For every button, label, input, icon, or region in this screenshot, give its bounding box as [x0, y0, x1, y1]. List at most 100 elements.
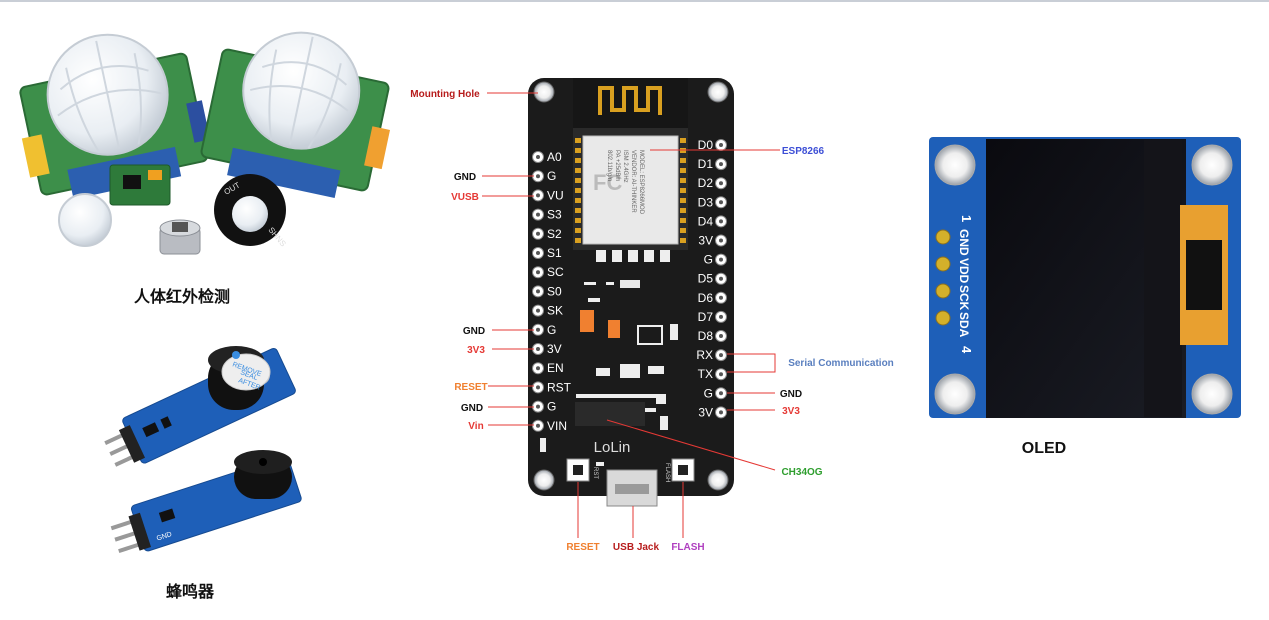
svg-text:GND: GND	[156, 531, 173, 542]
oled-pin-1: 1	[959, 215, 974, 222]
buzzer-image: REMOVE SEAL AFTER GND	[104, 346, 302, 554]
castellation-right-5	[680, 188, 686, 193]
nodemcu-board: FC MODEL: ESP8266MOD VENDOR: AI-THINKER …	[528, 78, 734, 507]
castellation-right-10	[680, 238, 686, 243]
right-pin-label-d6: D6	[698, 291, 714, 305]
label-gnd-2: GND	[463, 326, 485, 337]
label-vin: Vin	[468, 421, 483, 432]
label-esp8266: ESP8266	[782, 146, 825, 157]
left-pin-label-sc: SC	[547, 265, 564, 279]
castellation-left-3	[575, 168, 581, 173]
svg-text:FC: FC	[593, 170, 622, 195]
right-pin-center-4	[719, 219, 723, 224]
castellation-right-4	[680, 178, 686, 183]
oled-label-sda: SDA	[957, 312, 971, 338]
castellation-left-9	[575, 228, 581, 233]
castellation-left-5	[575, 188, 581, 193]
castellation-left-10	[575, 238, 581, 243]
left-pin-label-s1: S1	[547, 246, 562, 260]
left-pin-label-g: G	[547, 169, 556, 183]
chip-text-1: MODEL: ESP8266MOD	[638, 150, 644, 215]
left-pin-center-2	[536, 193, 540, 198]
right-pin-label-d2: D2	[698, 176, 714, 190]
label-reset-left: RESET	[454, 382, 487, 393]
right-pin-label-3v: 3V	[698, 234, 713, 248]
right-pin-center-11	[719, 353, 723, 358]
right-pin-center-7	[719, 276, 723, 281]
right-pin-center-10	[719, 334, 723, 338]
chip-text-4: PA +25dBm	[614, 150, 620, 181]
left-pin-center-4	[536, 231, 540, 236]
castellation-left-0	[575, 138, 581, 143]
left-pin-label-g: G	[547, 400, 556, 414]
oled-label-gnd: GND	[957, 229, 971, 256]
right-pin-center-6	[719, 257, 723, 262]
right-pin-label-g: G	[704, 386, 713, 400]
castellation-left-4	[575, 178, 581, 183]
left-pin-center-3	[536, 212, 540, 217]
mounting-hole-bl	[533, 469, 555, 491]
left-pin-center-7	[536, 289, 540, 294]
right-pin-center-0	[719, 143, 723, 147]
label-3v3-left: 3V3	[467, 345, 485, 356]
top-divider	[0, 0, 1269, 2]
chip-text-5: 802.11b/g/n	[606, 150, 612, 181]
left-pin-center-0	[536, 155, 540, 159]
pir-caption: 人体红外检测	[134, 287, 230, 306]
castellation-right-2	[680, 158, 686, 163]
right-pin-center-2	[719, 181, 723, 186]
label-reset-bottom: RESET	[566, 542, 599, 553]
castellation-left-6	[575, 198, 581, 203]
left-pin-label-vu: VU	[547, 188, 564, 202]
castellation-right-8	[680, 218, 686, 223]
left-pin-label-s0: S0	[547, 284, 562, 298]
right-pin-center-8	[719, 295, 723, 300]
left-pin-center-10	[536, 347, 540, 351]
oled-label-sck: SCK	[957, 285, 971, 311]
right-pin-label-rx: RX	[696, 348, 713, 362]
oled-caption: OLED	[1022, 440, 1066, 457]
mounting-hole-tr	[707, 81, 729, 103]
right-pin-center-5	[719, 238, 723, 243]
chip-text-3: ISM 2.4GHz	[622, 150, 628, 183]
castellation-right-7	[680, 208, 686, 213]
right-pin-label-d8: D8	[698, 329, 714, 343]
castellation-left-2	[575, 158, 581, 163]
left-pin-center-13	[536, 404, 540, 409]
castellation-left-8	[575, 218, 581, 223]
label-flash: FLASH	[671, 542, 704, 553]
pir-sensor-image: OUT SHNS	[19, 31, 391, 255]
right-pin-center-12	[719, 372, 723, 377]
callout-lines	[482, 92, 780, 538]
right-pin-label-3v: 3V	[698, 405, 713, 419]
left-pin-center-5	[536, 251, 540, 255]
right-pin-center-3	[719, 200, 723, 205]
left-pin-center-8	[536, 308, 540, 313]
oled-pin-4: 4	[959, 346, 974, 354]
rst-button-text: RST	[592, 467, 598, 479]
label-gnd-1: GND	[454, 172, 476, 183]
right-pin-center-9	[719, 314, 723, 319]
right-pin-label-d4: D4	[698, 214, 714, 228]
buzzer-caption: 蜂鸣器	[166, 582, 215, 601]
right-pin-center-13	[719, 391, 723, 396]
castellation-right-6	[680, 198, 686, 203]
castellation-left-1	[575, 148, 581, 153]
label-vusb: VUSB	[451, 192, 479, 203]
right-pin-label-tx: TX	[698, 367, 713, 381]
label-mounting-hole: Mounting Hole	[410, 89, 480, 100]
label-usb-jack: USB Jack	[613, 542, 660, 553]
board-name: LoLin	[594, 439, 631, 456]
left-pin-label-vin: VIN	[547, 419, 567, 433]
oled-label-vdd: VDD	[957, 258, 971, 284]
left-pin-center-1	[536, 174, 540, 179]
right-pin-label-d0: D0	[698, 138, 714, 152]
left-pin-label-3v: 3V	[547, 342, 562, 356]
label-3v3-right: 3V3	[782, 406, 800, 417]
left-pin-label-g: G	[547, 323, 556, 337]
oled-module-image: 1 4 GND VDD SCK SDA	[929, 137, 1241, 418]
left-pin-center-14	[536, 423, 540, 428]
castellation-right-3	[680, 168, 686, 173]
label-serial: Serial Communication	[788, 358, 894, 369]
